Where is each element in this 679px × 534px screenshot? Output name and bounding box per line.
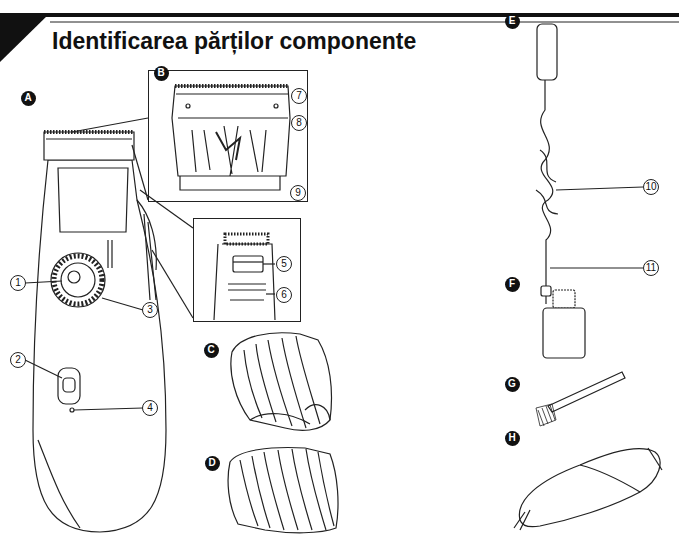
- callout-number: 11: [643, 260, 659, 276]
- section-title: Identificarea părților componente: [52, 28, 416, 55]
- callout-number: 7: [291, 88, 307, 104]
- part-letter: F: [505, 277, 520, 292]
- callout-number: 5: [276, 256, 292, 272]
- part-letter: H: [505, 431, 520, 446]
- callout-number: 10: [643, 179, 659, 195]
- part-letter: D: [205, 456, 220, 471]
- callout-number: 8: [291, 115, 307, 131]
- part-letter: G: [505, 377, 520, 392]
- part-letter: A: [21, 91, 36, 106]
- part-letter: C: [204, 343, 219, 358]
- callout-number: 4: [142, 400, 158, 416]
- inset-box: 56: [193, 218, 301, 322]
- callout-number: 6: [276, 287, 292, 303]
- part-letter: E: [505, 14, 520, 29]
- callout-number: 2: [10, 352, 26, 368]
- inset-box: B789: [148, 70, 308, 202]
- callout-number: 9: [290, 185, 306, 201]
- part-letter: B: [154, 66, 169, 81]
- callout-number: 1: [10, 275, 26, 291]
- callout-number: 3: [142, 302, 158, 318]
